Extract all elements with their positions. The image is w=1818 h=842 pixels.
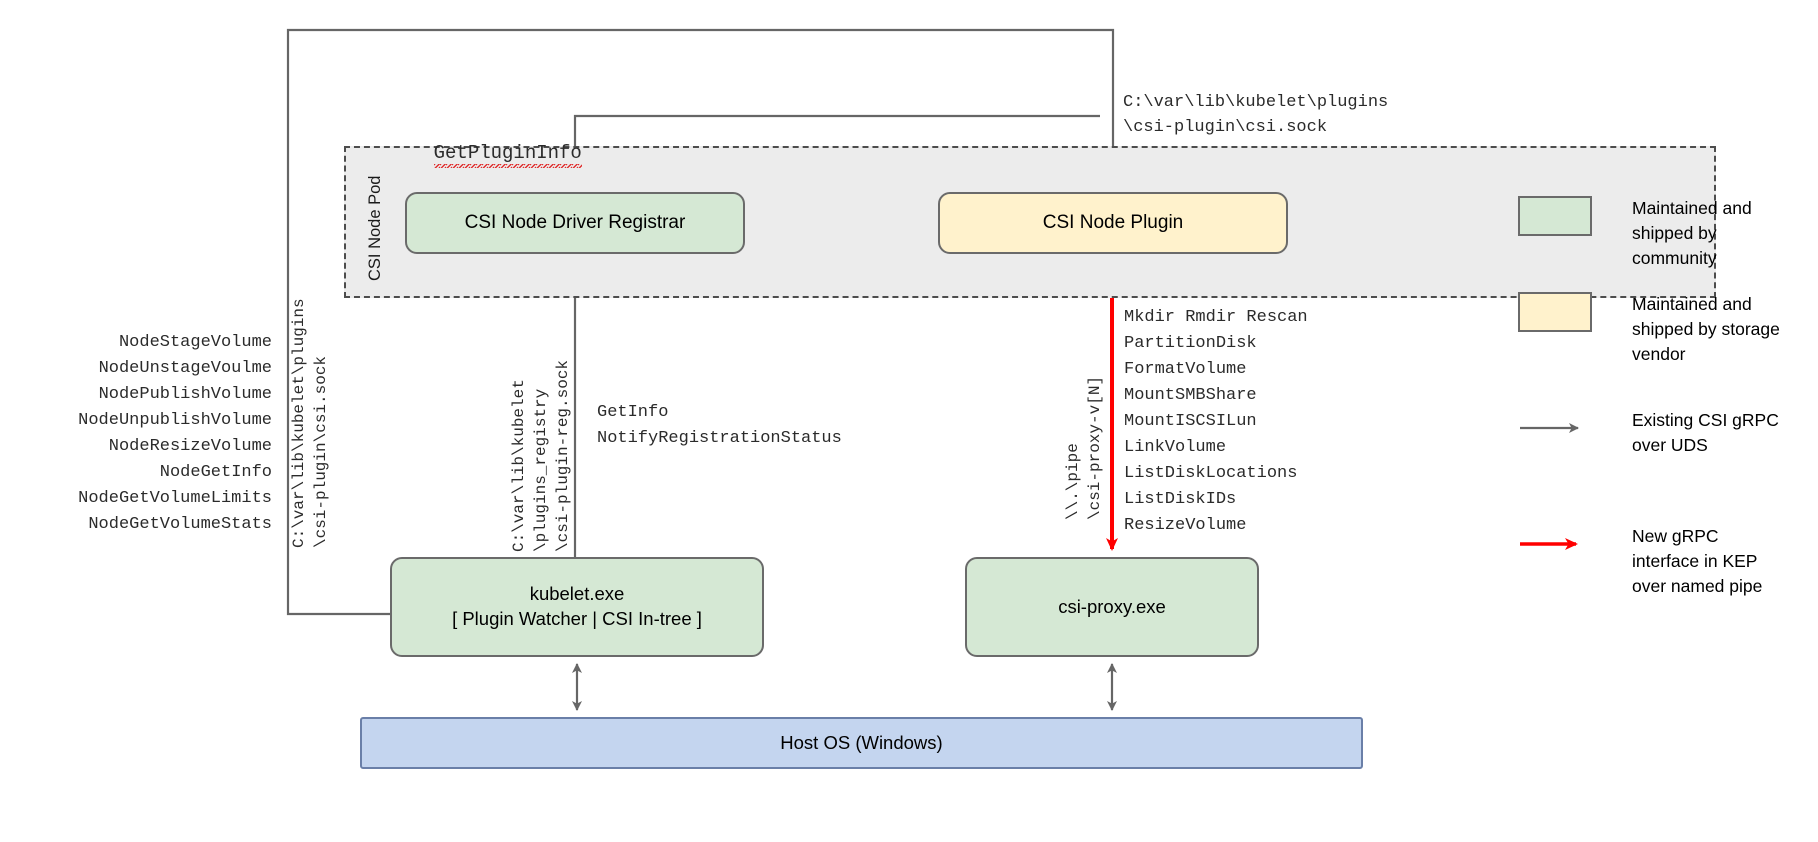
label-csi-sock-path: C:\var\lib\kubelet\plugins \csi-plugin\c… — [1123, 93, 1389, 137]
legend-label: Existing CSI gRPC over UDS — [1632, 410, 1779, 455]
legend-label: New gRPC interface in KEP over named pip… — [1632, 526, 1763, 596]
label-get-plugin-info-text: GetPluginInfo — [433, 142, 582, 168]
node-kubelet-exe[interactable]: kubelet.exe [ Plugin Watcher | CSI In-tr… — [390, 557, 764, 657]
csi-node-pod-label: CSI Node Pod — [366, 175, 384, 281]
node-label: Host OS (Windows) — [780, 731, 943, 753]
label-vertical-plugins-registry-path: C:\var\lib\kubelet \plugins_registry \cs… — [510, 359, 572, 552]
legend-label: Maintained and shipped by community — [1632, 198, 1752, 268]
node-label-primary: kubelet.exe — [529, 583, 625, 605]
label-csi-proxy-api-list: Mkdir Rmdir Rescan PartitionDisk FormatV… — [1124, 308, 1308, 535]
label-registration-rpc-list: GetInfo NotifyRegistrationStatus — [597, 403, 842, 448]
node-host-os[interactable]: Host OS (Windows) — [360, 717, 1363, 769]
label-get-plugin-info: GetPluginInfo — [388, 114, 582, 192]
legend-item-new-grpc: New gRPC interface in KEP over named pip… — [1518, 524, 1782, 599]
red-arrow-icon — [1520, 538, 1578, 550]
node-label: csi-proxy.exe — [1058, 595, 1166, 617]
grey-arrow-icon — [1520, 423, 1579, 433]
node-csi-node-driver-registrar[interactable]: CSI Node Driver Registrar — [405, 192, 745, 254]
label-vertical-named-pipe-path: \\.\pipe \csi-proxy-v[N] — [1064, 375, 1104, 520]
node-csi-node-plugin[interactable]: CSI Node Plugin — [938, 192, 1288, 254]
legend-item-storage-vendor: Maintained and shipped by storage vendor — [1518, 292, 1782, 367]
legend-item-community: Maintained and shipped by community — [1518, 196, 1782, 271]
legend-item-existing-grpc: Existing CSI gRPC over UDS — [1518, 408, 1782, 458]
legend-label: Maintained and shipped by storage vendor — [1632, 294, 1780, 364]
legend-swatch-green — [1518, 196, 1592, 236]
node-label: CSI Node Driver Registrar — [464, 212, 686, 234]
label-vertical-csi-sock-path: C:\var\lib\kubelet\plugins \csi-plugin\c… — [290, 298, 330, 548]
node-csi-proxy-exe[interactable]: csi-proxy.exe — [965, 557, 1259, 657]
legend-swatch-cream — [1518, 292, 1592, 332]
node-label: CSI Node Plugin — [1042, 212, 1184, 234]
label-node-service-rpc-list: NodeStageVolume NodeUnstageVoulme NodePu… — [78, 333, 272, 534]
node-label-secondary: [ Plugin Watcher | CSI In-tree ] — [452, 608, 702, 629]
